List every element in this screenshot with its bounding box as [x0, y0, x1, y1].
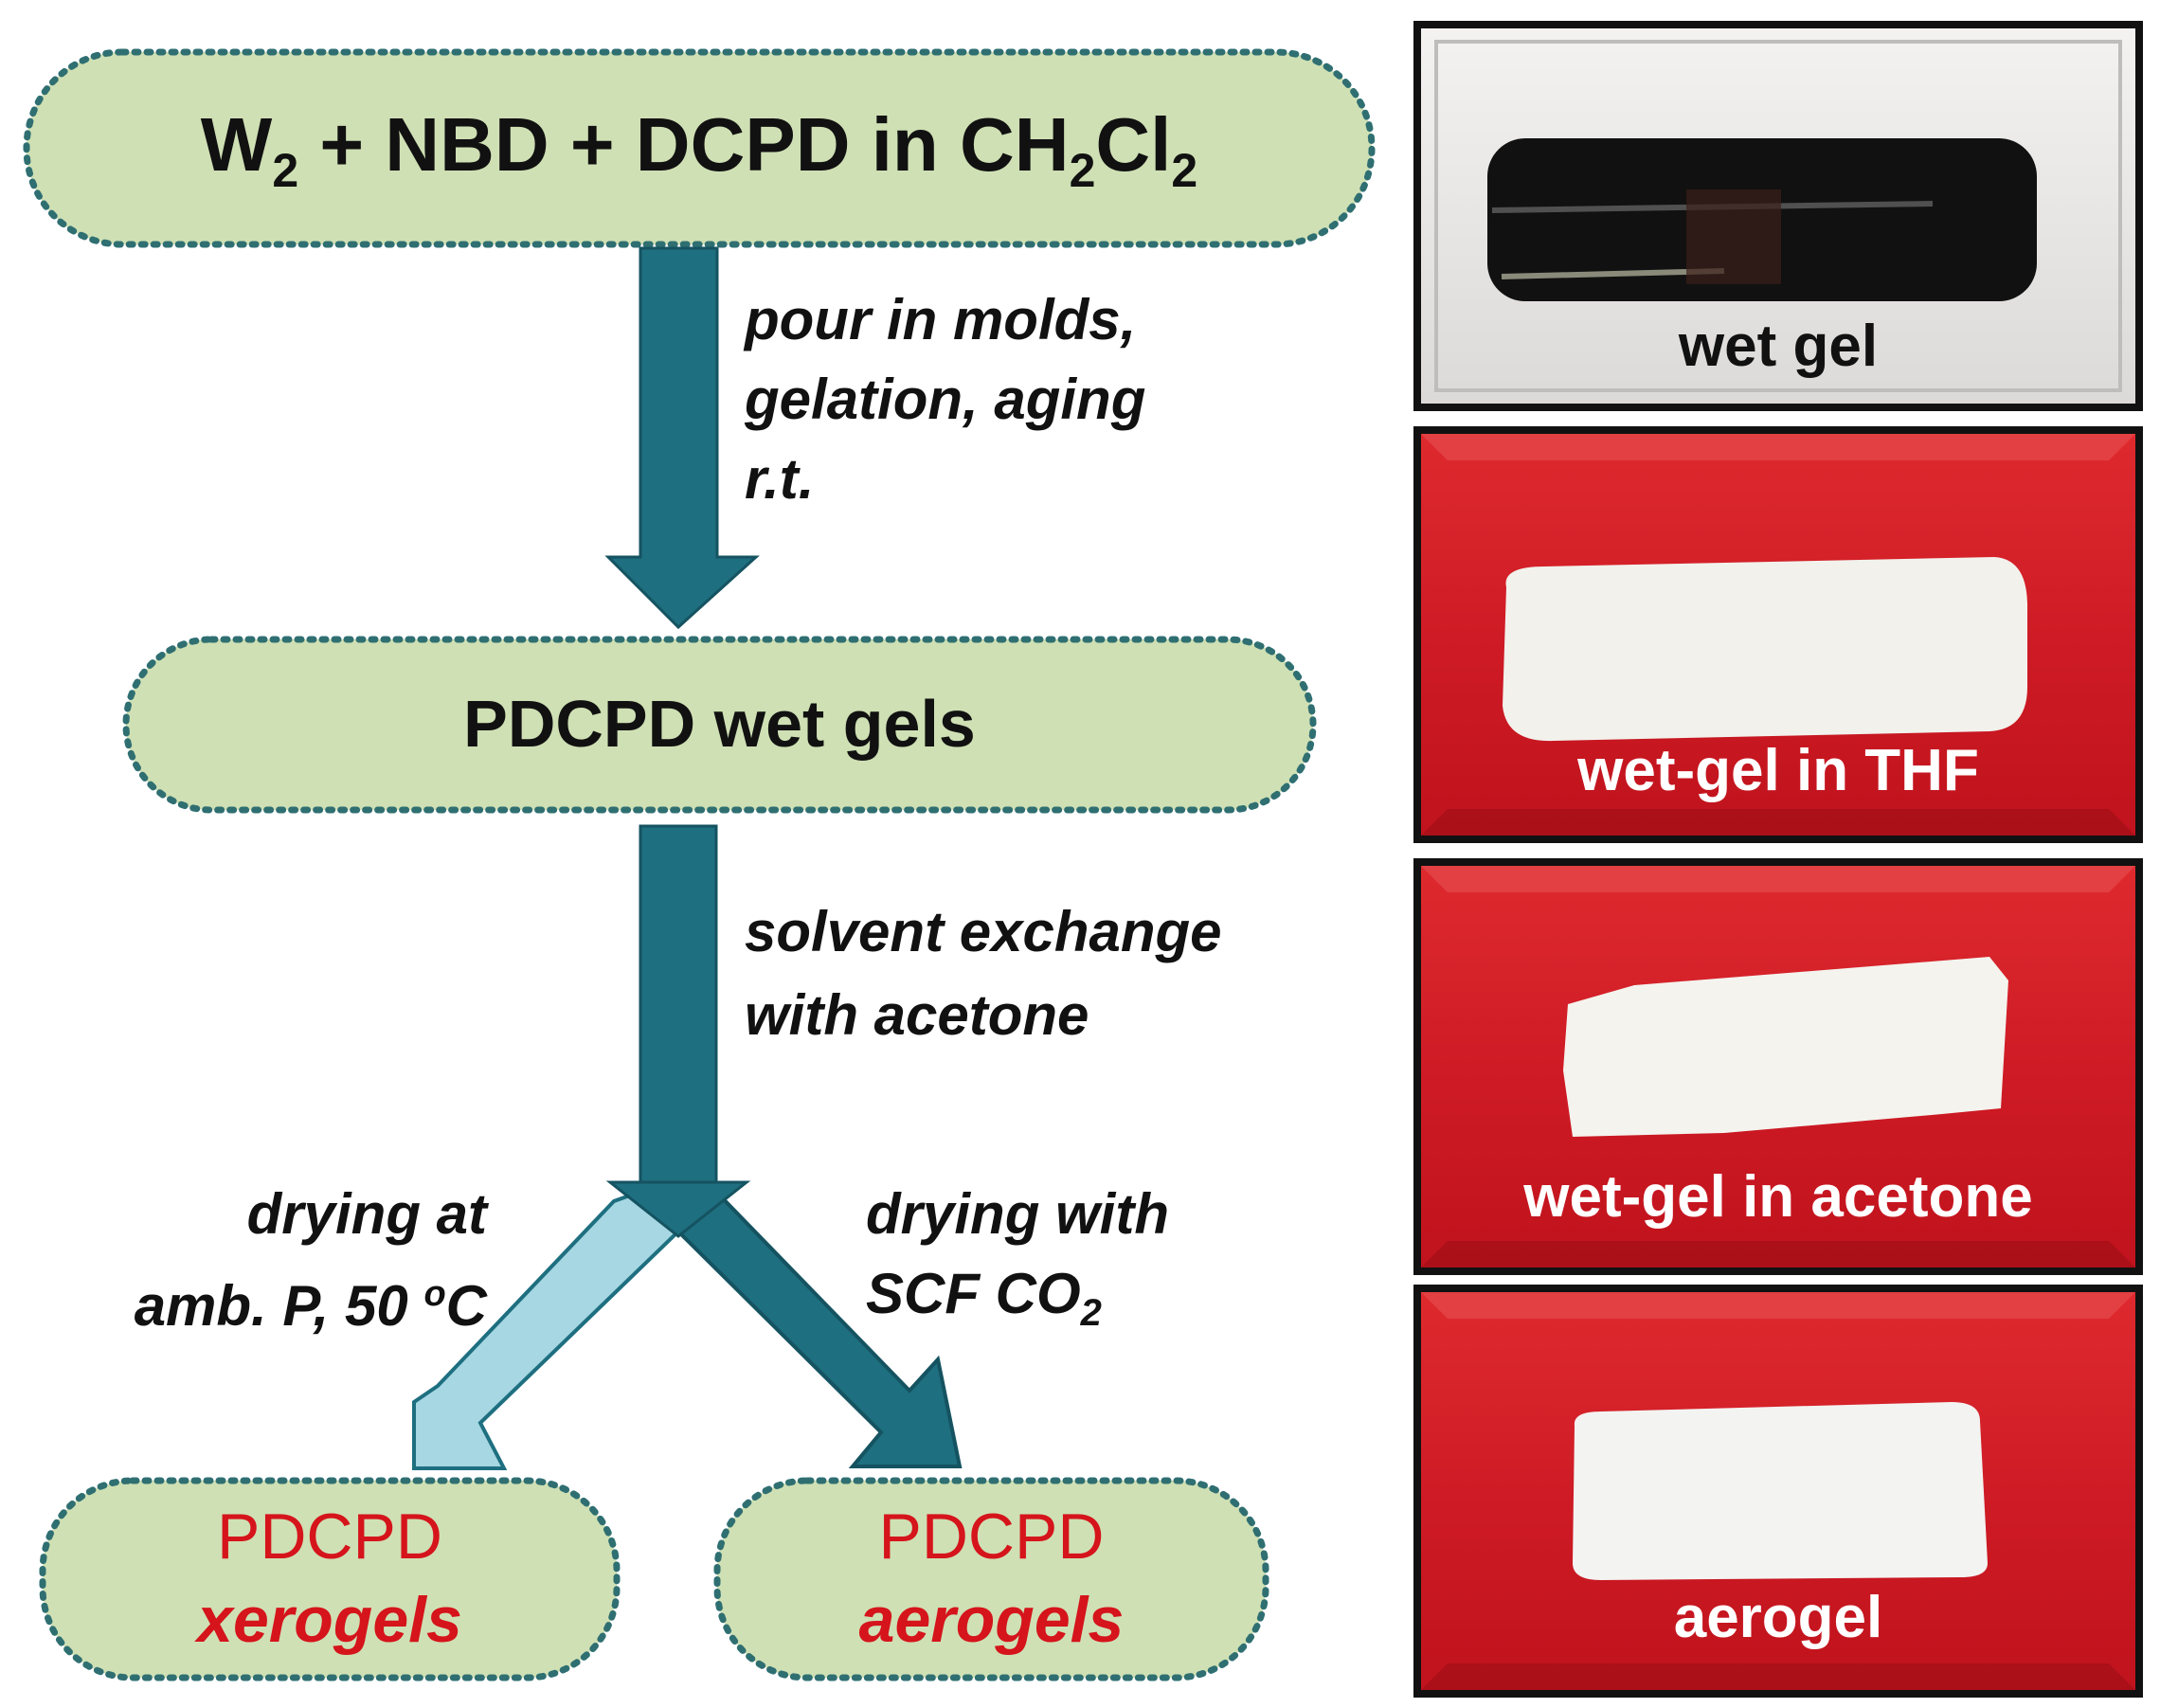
sample-thf: [1503, 557, 2027, 742]
xerogel-drying-note: drying at amb. P, 50 oC: [38, 1175, 487, 1346]
arrow1-note-line: r.t.: [745, 447, 815, 511]
aerogel-label-line2: aerogels: [858, 1584, 1125, 1656]
xerogel-drying-note-line: amb. P, 50 oC: [134, 1274, 487, 1338]
photo-caption-acetone: wet-gel in acetone: [1523, 1164, 2033, 1230]
photo-wet-gel-thf: [1413, 426, 2143, 843]
photo-wet-gel: [1413, 21, 2143, 411]
arrow2-note-line: with acetone: [745, 983, 1089, 1047]
photo-caption-thf: wet-gel in THF: [1577, 738, 1979, 803]
photo-aerogel: [1413, 1285, 2143, 1698]
aerogel-label: PDCPD aerogels: [717, 1495, 1266, 1662]
xerogel-box: [39, 1477, 621, 1681]
xerogel-label-line2: xerogels: [197, 1584, 462, 1656]
sample-aerogel: [1573, 1402, 1988, 1580]
sample-acetone: [1563, 957, 2008, 1137]
aerogel-drying-note-line: drying with: [866, 1182, 1169, 1246]
aerogel-drying-note-line: SCF CO2: [866, 1262, 1102, 1334]
arrow2-note: solvent exchange with acetone: [745, 890, 1222, 1057]
arrow1-note-line: gelation, aging: [745, 368, 1146, 431]
arrow1-note: pour in molds, gelation, aging r.t.: [745, 280, 1145, 519]
step1-box: [23, 48, 1376, 248]
step1-label: W2 + NBD + DCPD in CH2Cl2: [200, 102, 1198, 197]
arrow-dark-right: [675, 1189, 963, 1468]
arrow1-note-line: pour in molds,: [745, 288, 1137, 351]
photo-caption-aerogel: aerogel: [1673, 1585, 1883, 1650]
xerogel-label-line1: PDCPD: [216, 1501, 443, 1573]
photo-caption-wet-gel: wet gel: [1678, 314, 1879, 379]
arrow-light-left: [412, 1189, 681, 1470]
step2-label: PDCPD wet gels: [463, 687, 976, 761]
aerogel-label-line1: PDCPD: [878, 1501, 1105, 1573]
aerogel-drying-note: drying with SCF CO2: [866, 1175, 1169, 1353]
photo-wet-gel-acetone: [1413, 858, 2143, 1275]
step2-box: [122, 636, 1317, 814]
arrow-down-2: [639, 824, 718, 1214]
xerogel-label: PDCPD xerogels: [43, 1495, 617, 1662]
arrow2-note-line: solvent exchange: [745, 900, 1222, 963]
aerogel-box: [713, 1477, 1269, 1681]
arrow-fork-head: [605, 1180, 751, 1238]
arrow-down-1: [604, 246, 760, 630]
xerogel-drying-note-line: drying at: [246, 1182, 487, 1246]
